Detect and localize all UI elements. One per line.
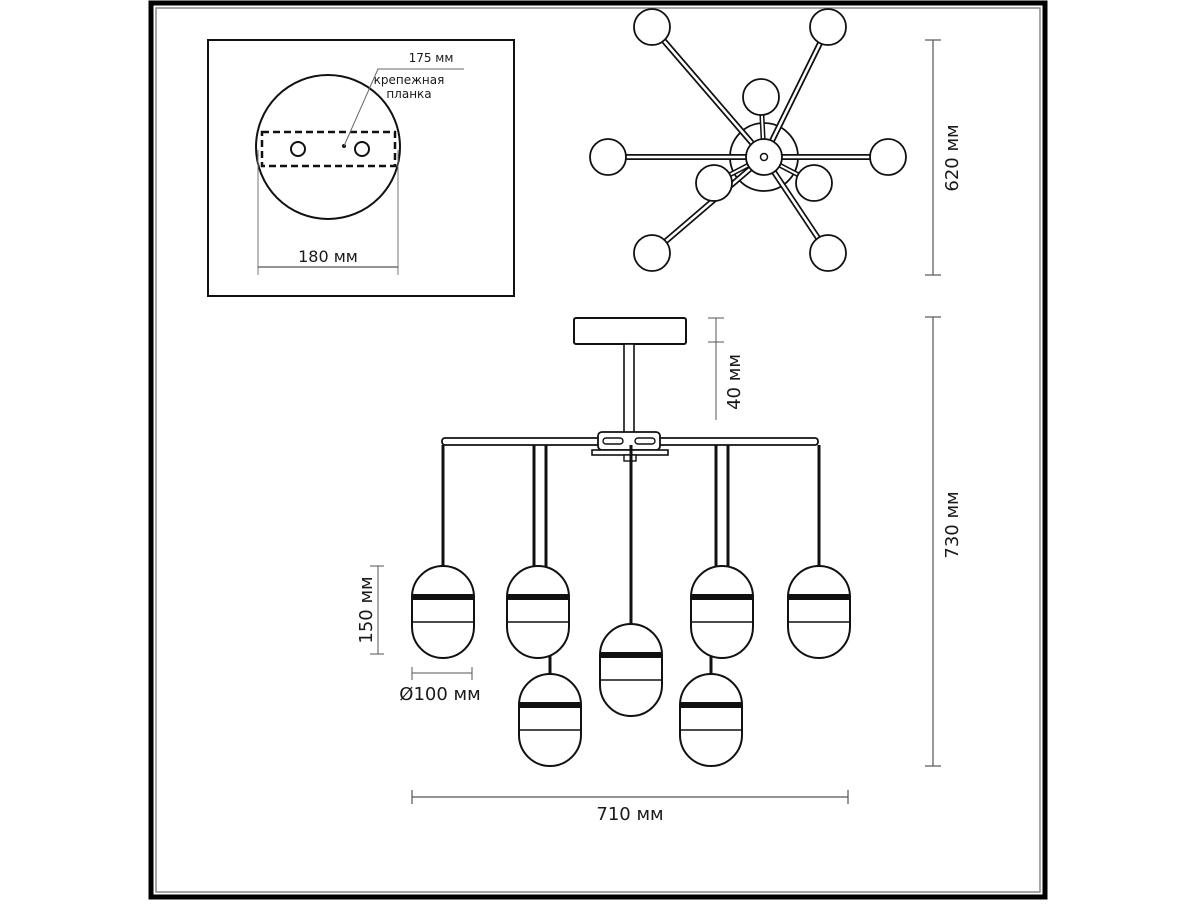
shade-body <box>506 565 570 659</box>
dim-shade-diameter: Ø100 мм <box>399 667 481 705</box>
canopy-circle <box>255 74 401 220</box>
dim-canopy-depth: 40 мм <box>708 317 745 420</box>
mounting-bracket <box>260 130 397 168</box>
top-view-globe <box>809 234 847 272</box>
leader-line <box>343 68 464 147</box>
top-view-globe <box>869 138 907 176</box>
top-view-globe <box>742 78 780 116</box>
bracket-size-label: 175 мм <box>409 51 454 65</box>
shade-body <box>599 623 663 717</box>
pendant-shade <box>599 623 663 717</box>
dim-overall-height: 730 мм <box>925 316 963 767</box>
shade-diameter-label: Ø100 мм <box>399 684 480 705</box>
shade-band <box>692 594 752 600</box>
shade-height-label: 150 мм <box>356 576 377 643</box>
side-canopy <box>573 317 687 345</box>
inner-frame <box>155 7 1041 893</box>
dim-overall-width: 710 мм <box>411 790 849 825</box>
top-view-hub-center <box>759 152 769 162</box>
drawing-frame: 175 мм крепежная планка 180 мм 620 мм <box>148 0 1048 900</box>
shade-band <box>508 594 568 600</box>
dim-top-diameter: 620 мм <box>925 39 963 276</box>
pendant-shade <box>690 565 754 659</box>
top-view-arm-fill <box>650 25 766 159</box>
pendant-shade <box>679 673 743 767</box>
canopy-diameter-label: 180 мм <box>298 247 358 266</box>
shade-band <box>413 594 473 600</box>
pendant-shade <box>787 565 851 659</box>
top-view-globe <box>633 8 671 46</box>
bracket-hole-left <box>290 141 306 157</box>
top-view-globe <box>589 138 627 176</box>
top-view-globe <box>809 8 847 46</box>
side-hub-slot <box>634 437 656 445</box>
shade-body <box>518 673 582 767</box>
pendant-shade <box>411 565 475 659</box>
shade-band <box>789 594 849 600</box>
side-stem <box>623 343 635 437</box>
top-view-globe <box>795 164 833 202</box>
shade-band <box>681 702 741 708</box>
top-view-globe <box>695 164 733 202</box>
top-diameter-label: 620 мм <box>942 124 963 191</box>
side-hub-slot <box>602 437 624 445</box>
top-view-arm-fill <box>650 155 766 255</box>
shade-body <box>679 673 743 767</box>
top-view <box>589 8 907 272</box>
canopy-depth-label: 40 мм <box>724 354 745 410</box>
outer-frame <box>148 0 1048 900</box>
shade-band <box>601 652 661 658</box>
bracket-hole-right <box>354 141 370 157</box>
shade-body <box>787 565 851 659</box>
bracket-label-line2: планка <box>386 87 431 101</box>
mount-detail: 175 мм крепежная планка 180 мм <box>207 39 515 297</box>
shade-body <box>411 565 475 659</box>
overall-width-label: 710 мм <box>596 804 663 825</box>
dim-shade-height: 150 мм <box>356 565 384 655</box>
side-view <box>411 317 851 767</box>
overall-height-label: 730 мм <box>942 491 963 558</box>
mount-detail-box <box>207 39 515 297</box>
top-view-arm-fill <box>762 155 830 255</box>
shade-band <box>520 702 580 708</box>
pendant-shade <box>518 673 582 767</box>
shade-body <box>690 565 754 659</box>
bracket-label-line1: крепежная <box>374 73 445 87</box>
dimension-drawing: 175 мм крепежная планка 180 мм 620 мм <box>148 0 1048 900</box>
top-view-globe <box>633 234 671 272</box>
top-view-arm-fill <box>762 25 830 159</box>
pendant-shade <box>506 565 570 659</box>
